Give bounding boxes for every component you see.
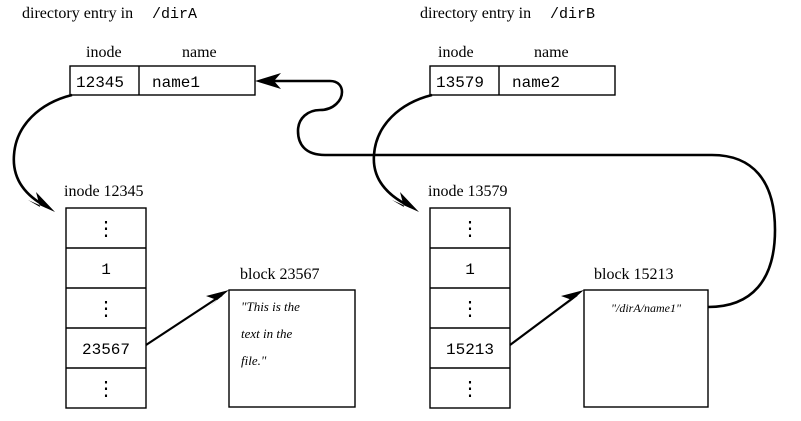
arrowhead-to-block-left [206,290,229,307]
inode-left-row-3: 23567 [82,341,130,359]
inode-table-left: ⋮ 1 ⋮ 23567 ⋮ [65,207,147,409]
inode-right-label: inode 13579 [428,183,508,200]
connector-path-5 [270,79,777,309]
connector-inode-right-to-block-right [509,290,584,346]
connector-path-2 [372,93,433,209]
block-right-outline [583,289,709,408]
inode-left-row-4: ⋮ [96,378,116,400]
arrowhead-to-inode-right [392,192,419,212]
arrowhead-to-direntry-left-name [255,73,281,89]
connector-path-1 [12,93,73,209]
col-header-name-left: name [182,44,217,61]
title-left-path: /dirA [152,6,197,23]
inode-left-row-2: ⋮ [96,298,116,320]
title-right-prefix: directory entry in [420,5,531,22]
dir-entry-box-right: 13579 name2 [429,65,616,96]
col-header-name-right: name [534,44,569,61]
block-right-label: block 15213 [594,266,674,283]
block-box-right: "/dirA/name1" [583,289,709,408]
block-left-line-0: "This is the [241,299,300,314]
title-left-prefix: directory entry in [22,5,133,22]
arrowhead-to-block-right [561,290,584,307]
block-left-line-1: text in the [241,326,292,341]
block-left-outline [228,289,356,408]
block-right-line-0: "/dirA/name1" [611,301,682,315]
connector-symlink-to-direntry-left [255,73,777,309]
inode-table-right: ⋮ 1 ⋮ 15213 ⋮ [429,207,511,409]
dir-entry-right-inode-value: 13579 [436,74,484,92]
arrowhead-to-inode-left [28,192,55,212]
connector-direntry-right-to-inode-right [372,93,433,212]
inode-left-row-0: ⋮ [96,218,116,240]
connector-path-3 [145,294,223,346]
inode-right-outline [429,207,511,409]
connector-inode-left-to-block-left [145,290,229,346]
block-left-line-2: file." [241,353,267,368]
col-header-inode-right: inode [438,44,474,61]
dir-entry-right-outline [429,65,616,96]
dir-entry-right-name-value: name2 [512,74,560,92]
block-left-label: block 23567 [240,266,320,283]
connector-direntry-left-to-inode-left [12,93,73,212]
inode-right-row-4: ⋮ [460,378,480,400]
col-header-inode-left: inode [86,44,122,61]
inode-left-label: inode 12345 [64,183,144,200]
inode-right-row-1: 1 [465,261,475,279]
block-box-left: "This is the text in the file." [228,289,356,408]
dir-entry-box-left: 12345 name1 [69,65,256,96]
dir-entry-left-name-value: name1 [152,74,200,92]
dir-entry-left-inode-value: 12345 [76,74,124,92]
inode-right-row-0: ⋮ [460,218,480,240]
connector-path-4 [509,294,578,346]
inode-left-row-1: 1 [101,261,111,279]
inode-left-outline [65,207,147,409]
dir-entry-left-outline [69,65,256,96]
inode-right-row-3: 15213 [446,341,494,359]
title-right-path: /dirB [550,6,595,23]
inode-right-row-2: ⋮ [460,298,480,320]
